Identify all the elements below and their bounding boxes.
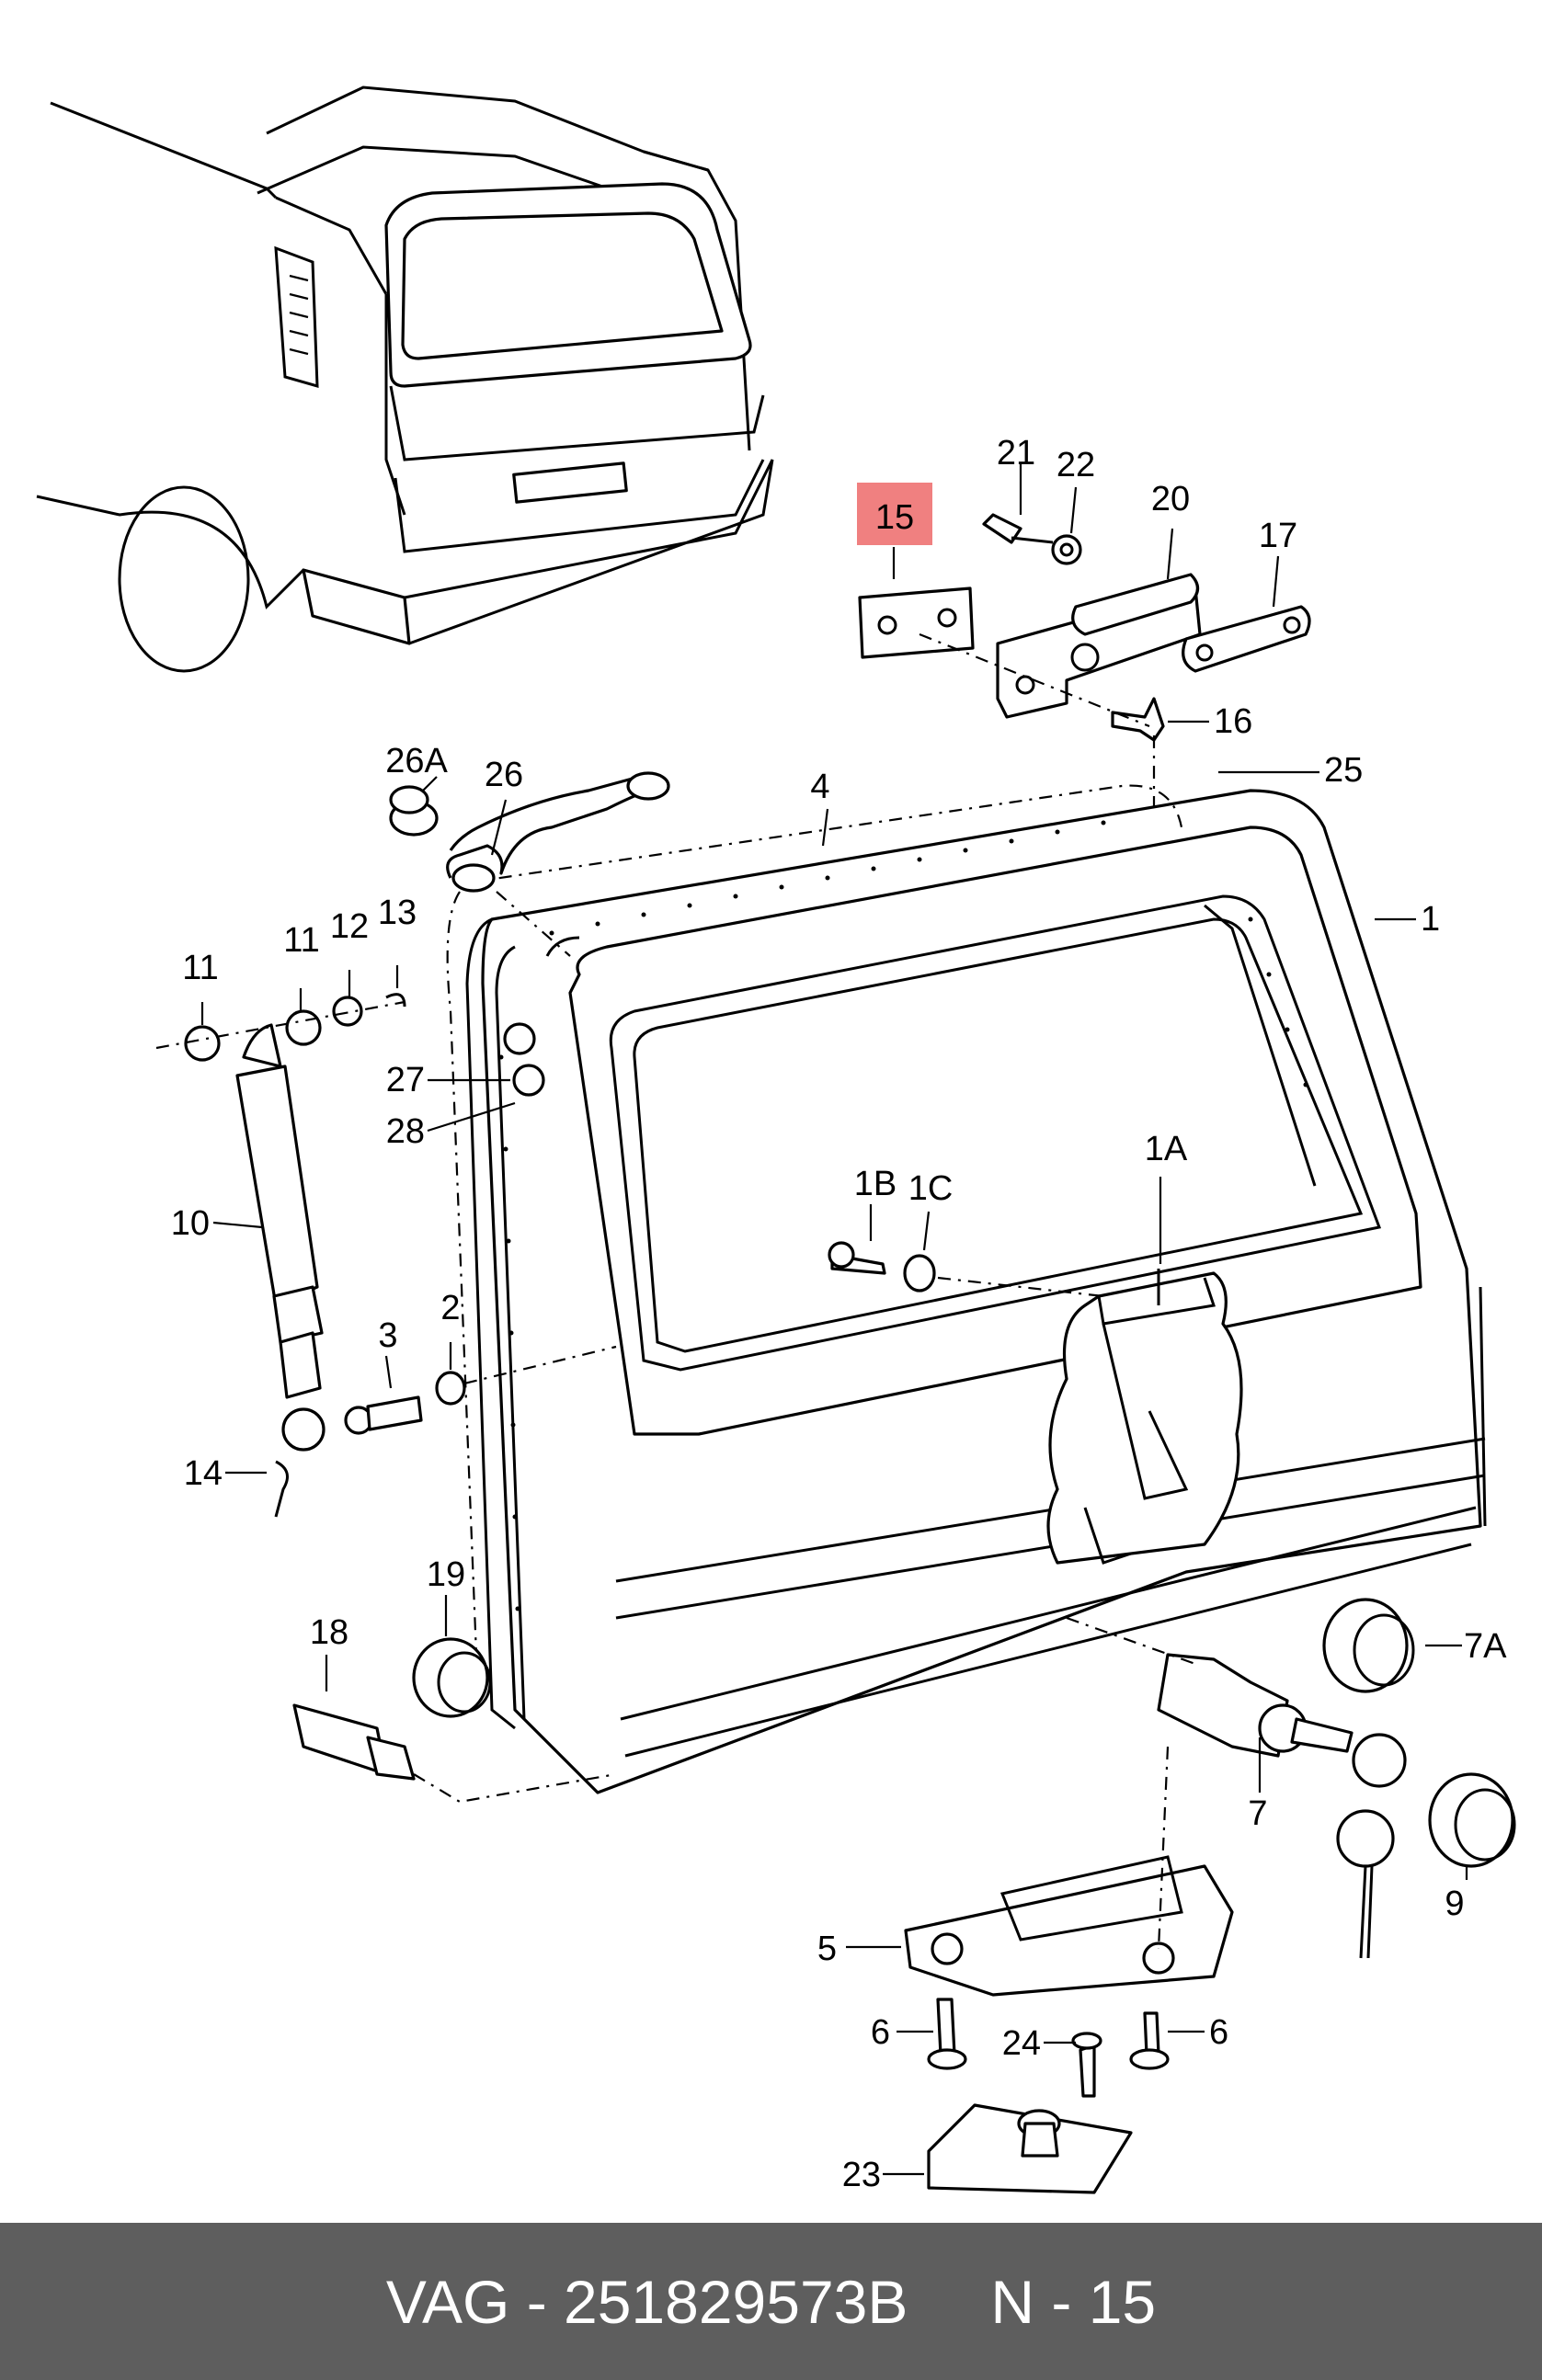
label-26A: 26A <box>385 742 448 780</box>
part-labels: 15 21 22 20 17 16 25 26A 26 4 1 11 11 12… <box>171 434 1507 2194</box>
label-21: 21 <box>997 434 1035 473</box>
grommets <box>292 1598 1516 1868</box>
label-11a: 11 <box>182 949 218 987</box>
latch-assembly <box>904 1746 1234 2194</box>
label-7A: 7A <box>1464 1627 1507 1666</box>
gas-strut <box>155 993 617 1518</box>
label-7: 7 <box>1248 1794 1267 1833</box>
highlight-box <box>857 483 932 545</box>
label-20: 20 <box>1151 480 1190 518</box>
label-27: 27 <box>386 1061 425 1099</box>
label-16: 16 <box>1214 702 1252 741</box>
label-22: 22 <box>1057 446 1095 484</box>
label-6a: 6 <box>871 2013 890 2052</box>
parts-diagram: 15 21 22 20 17 16 25 26A 26 4 1 11 11 12… <box>36 85 1516 2194</box>
label-9: 9 <box>1445 1885 1464 1923</box>
label-1C: 1C <box>908 1169 954 1208</box>
label-2: 2 <box>440 1289 460 1327</box>
label-28: 28 <box>386 1112 425 1151</box>
label-11b: 11 <box>283 921 319 960</box>
hinge-assembly <box>858 513 1311 846</box>
leader-lines <box>200 464 1468 2176</box>
seal-dots <box>498 820 1308 1611</box>
label-24: 24 <box>1002 2024 1041 2063</box>
label-26: 26 <box>485 756 523 794</box>
label-13: 13 <box>378 894 417 932</box>
label-23: 23 <box>842 2156 881 2194</box>
label-14: 14 <box>184 1454 223 1493</box>
label-12: 12 <box>330 907 369 946</box>
label-19: 19 <box>427 1555 465 1594</box>
label-15: 15 <box>875 498 914 537</box>
label-reference: N - 15 <box>990 2267 1157 2336</box>
part-number: VAG - 251829573B <box>385 2267 908 2336</box>
lock-bracket <box>828 1241 1243 1565</box>
label-1A: 1A <box>1145 1130 1188 1168</box>
label-6b: 6 <box>1209 2013 1228 2052</box>
label-1: 1 <box>1421 900 1440 939</box>
label-18: 18 <box>310 1613 348 1652</box>
label-10: 10 <box>171 1204 210 1243</box>
grab-handle <box>389 771 670 893</box>
footer-bar: VAG - 251829573B N - 15 <box>0 2223 1542 2380</box>
label-3: 3 <box>378 1316 397 1355</box>
label-5: 5 <box>817 1930 837 1968</box>
label-25: 25 <box>1324 751 1363 790</box>
van-illustration <box>36 85 774 673</box>
label-4: 4 <box>810 768 829 806</box>
label-1B: 1B <box>854 1165 897 1203</box>
lock-cylinder <box>1066 1616 1407 1959</box>
label-17: 17 <box>1259 517 1297 555</box>
